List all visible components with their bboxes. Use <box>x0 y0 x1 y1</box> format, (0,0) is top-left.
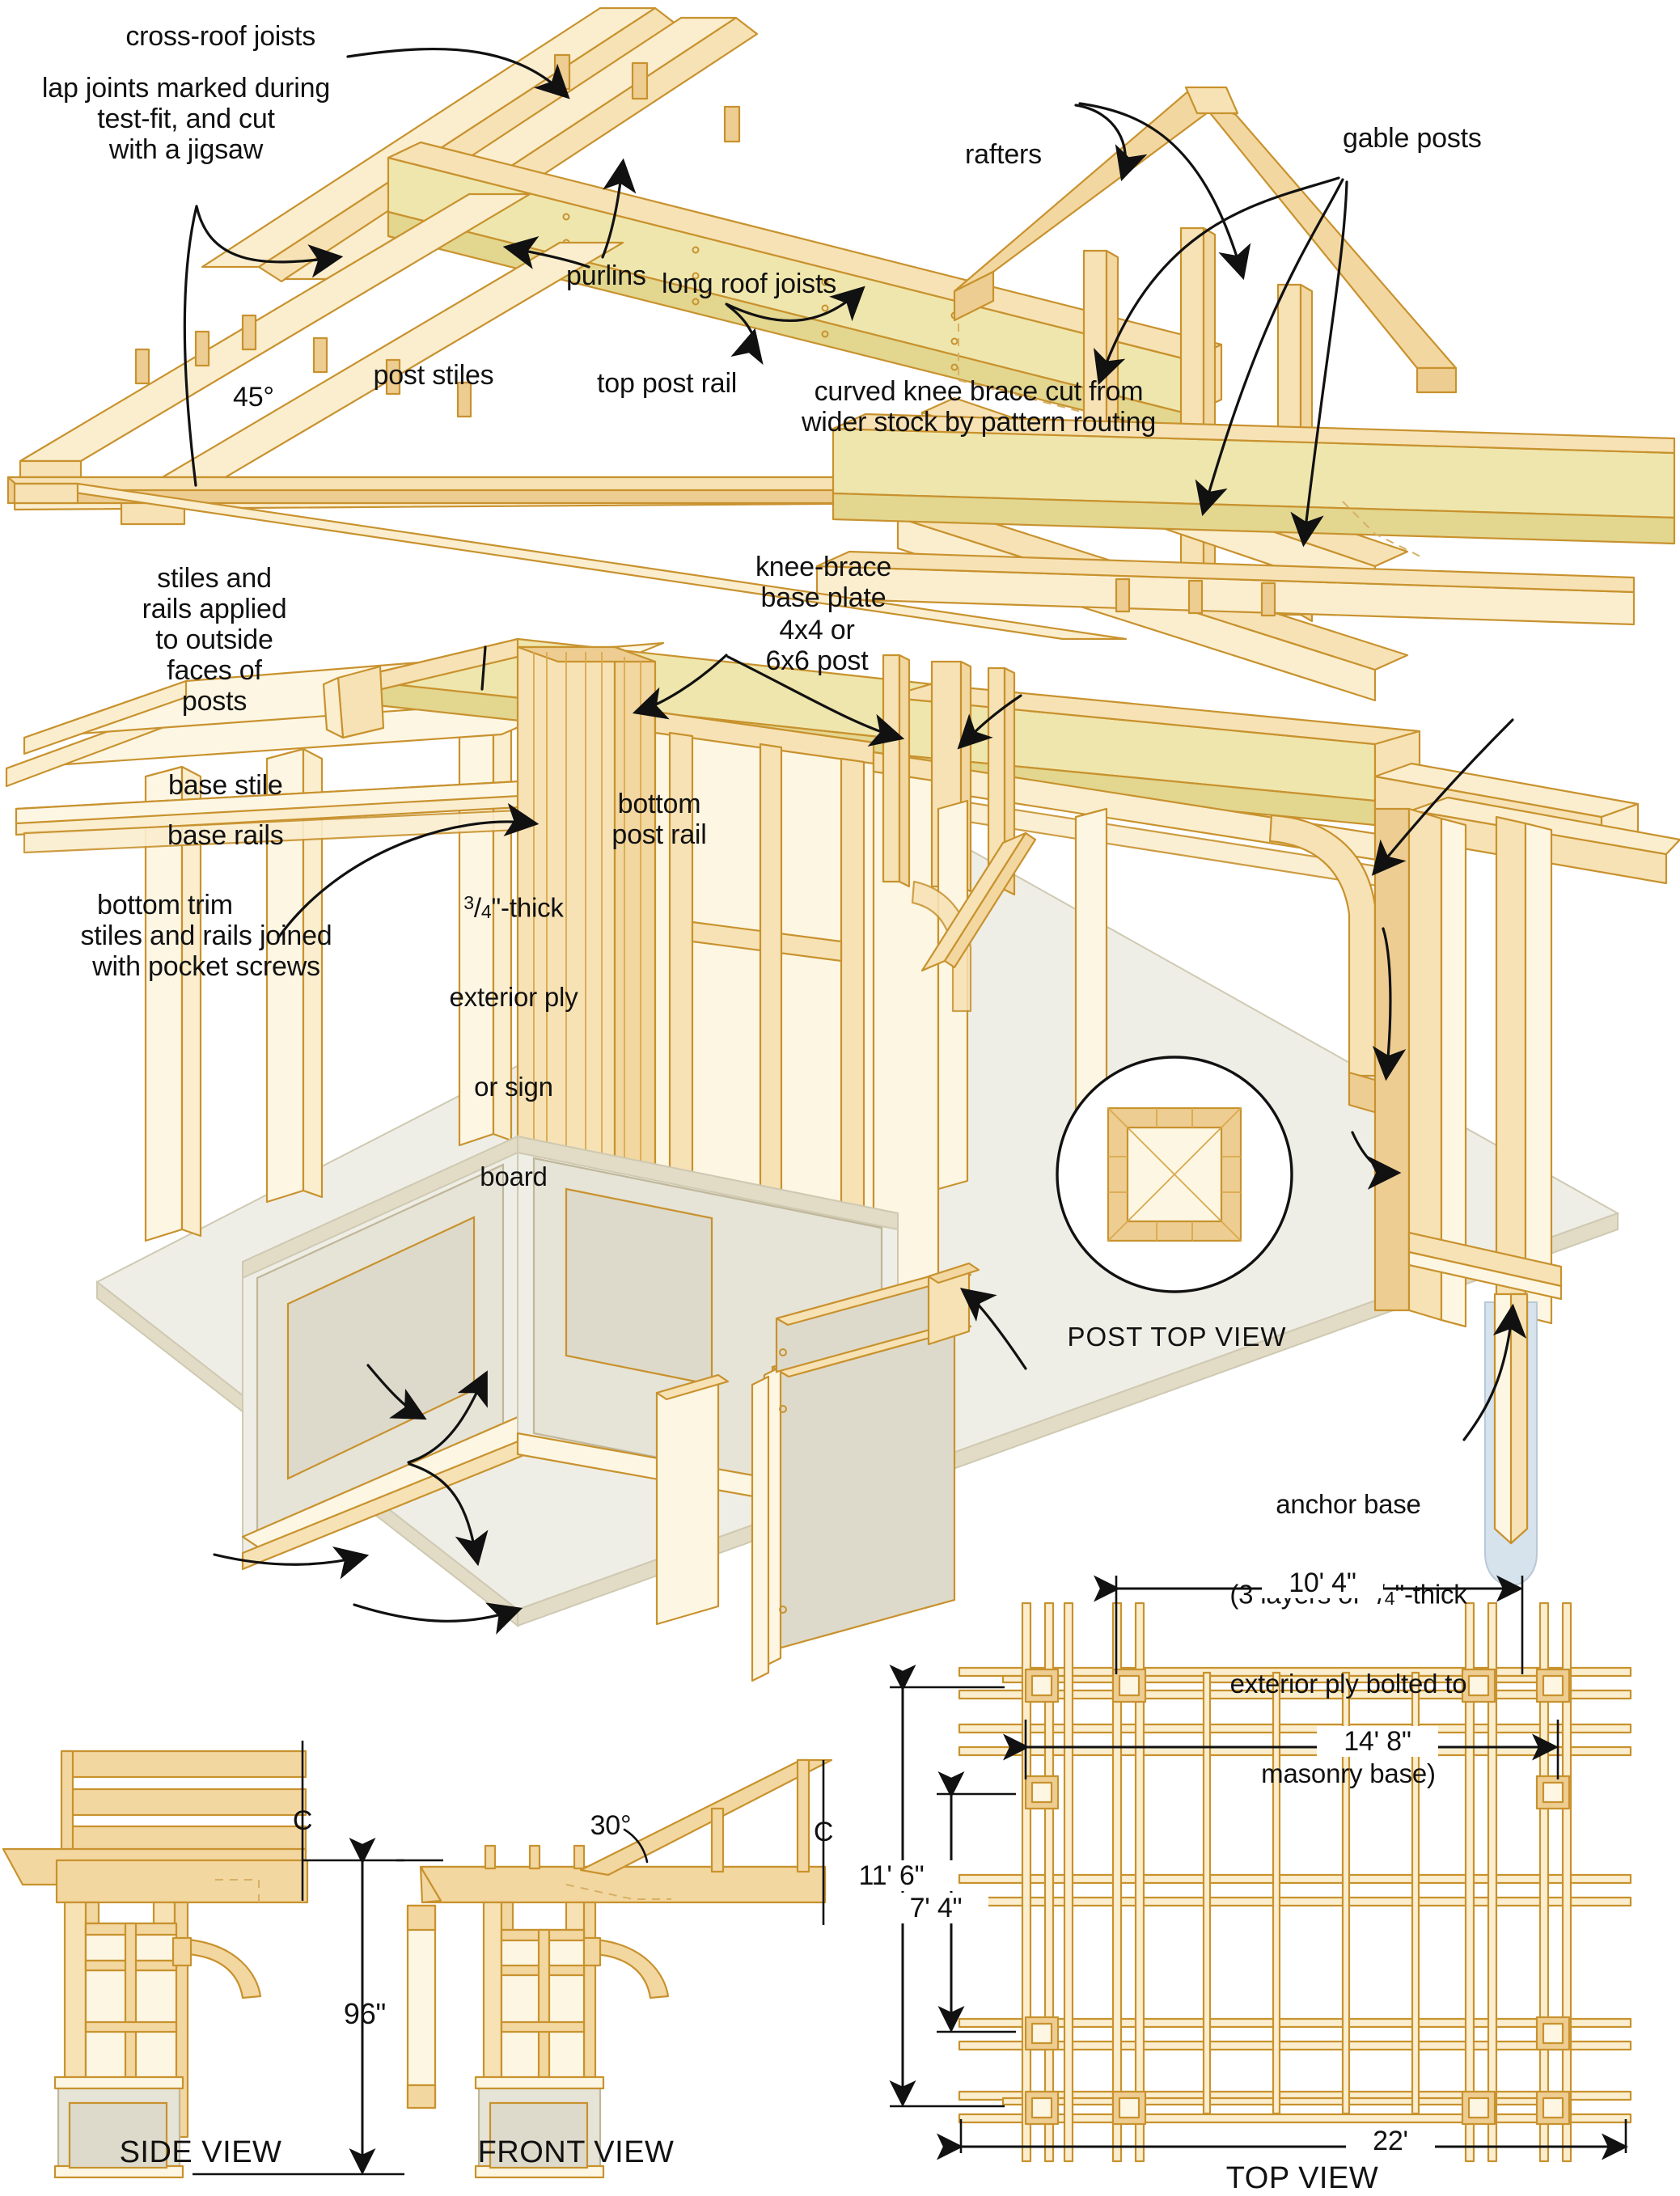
anchor-base-line1: anchor base <box>1276 1488 1421 1519</box>
long-roof-joist-main <box>832 413 1676 559</box>
dim-label-11-6: 11' 6" <box>827 1860 956 1892</box>
anchor-base-line2-post: "-thick <box>1394 1579 1467 1610</box>
centerline-mark-front: C <box>813 1817 834 1847</box>
anchor-base-line4: masonry base) <box>1261 1758 1436 1789</box>
anchor-base-sleeve <box>1407 1231 1563 1587</box>
sign-board-line2: exterior ply <box>449 982 578 1013</box>
label-height-96: 96" <box>343 1997 387 2030</box>
label-post-stiles: post stiles <box>373 360 494 391</box>
label-long-roof-joists: long roof joists <box>662 269 837 299</box>
label-gable-posts: gable posts <box>1343 123 1482 154</box>
label-base-rails: base rails <box>167 820 284 851</box>
dim-label-10-4: 10' 4" <box>1262 1568 1383 1599</box>
label-pocket-screws: stiles and rails joined with pocket scre… <box>80 920 332 983</box>
label-roof-angle-30: 30° <box>590 1810 632 1841</box>
label-stiles-rails-outside: stiles and rails applied to outside face… <box>142 563 287 717</box>
rear-left-posts <box>144 717 513 1242</box>
label-knee-brace-base-plate: knee-brace base plate <box>755 552 892 614</box>
label-sign-board: 3/4"-thick exterior ply or sign board <box>425 833 603 1222</box>
top-view-plan <box>889 1575 1632 2163</box>
sign-board-panels <box>655 1267 972 1682</box>
label-bottom-post-rail: bottom post rail <box>611 789 707 851</box>
centerline-mark-side: C <box>292 1805 313 1836</box>
side-view-elevation <box>2 1741 404 2179</box>
anchor-base-fraction-denominator: 4 <box>1384 1587 1395 1609</box>
label-front-view-title: FRONT VIEW <box>477 2135 675 2169</box>
anchor-base-line3: exterior ply bolted to <box>1229 1669 1467 1699</box>
label-top-post-rail: top post rail <box>597 368 738 399</box>
sign-board-line4: board <box>480 1161 548 1192</box>
label-anchor-base: anchor base (3 layers of 3/4"-thick exte… <box>1158 1430 1538 1819</box>
label-bottom-trim: bottom trim <box>97 890 233 920</box>
label-base-stile: base stile <box>168 770 283 801</box>
exploded-roof-assembly <box>6 6 1676 702</box>
label-cross-roof-joists: cross-roof joists <box>125 21 315 52</box>
label-angle-45: 45° <box>233 382 274 413</box>
long-roof-joist-lower <box>815 550 1636 626</box>
label-post-size: 4x4 or 6x6 post <box>765 615 869 677</box>
diagonal-brace-mid <box>920 831 1037 972</box>
sign-board-fraction-numerator: 3 <box>463 891 474 913</box>
bottom-post-rail-block <box>927 1262 980 1346</box>
post-top-view-detail <box>1056 1056 1293 1293</box>
sign-board-fraction-denominator: 4 <box>480 900 492 922</box>
label-side-view-title: SIDE VIEW <box>119 2135 282 2169</box>
label-curved-knee-brace: curved knee brace cut from wider stock b… <box>801 376 1157 438</box>
label-top-view-title: TOP VIEW <box>1225 2161 1379 2195</box>
label-lap-joints: lap joints marked during test-fit, and c… <box>41 73 331 166</box>
dim-label-22: 22' <box>1346 2126 1435 2157</box>
label-purlins: purlins <box>566 260 646 291</box>
sign-board-line3: or sign <box>474 1072 553 1102</box>
sign-board-line1-post: "-thick <box>491 892 564 923</box>
label-rafters: rafters <box>965 139 1042 170</box>
dim-label-7-4: 7' 4" <box>883 1893 988 1924</box>
dim-label-14-8: 14' 8" <box>1317 1726 1438 1758</box>
front-view-elevation <box>396 1758 833 2179</box>
leader-lines <box>183 48 1527 1635</box>
label-post-top-view: POST TOP VIEW <box>1067 1322 1287 1352</box>
knee-brace-center <box>911 880 972 1013</box>
